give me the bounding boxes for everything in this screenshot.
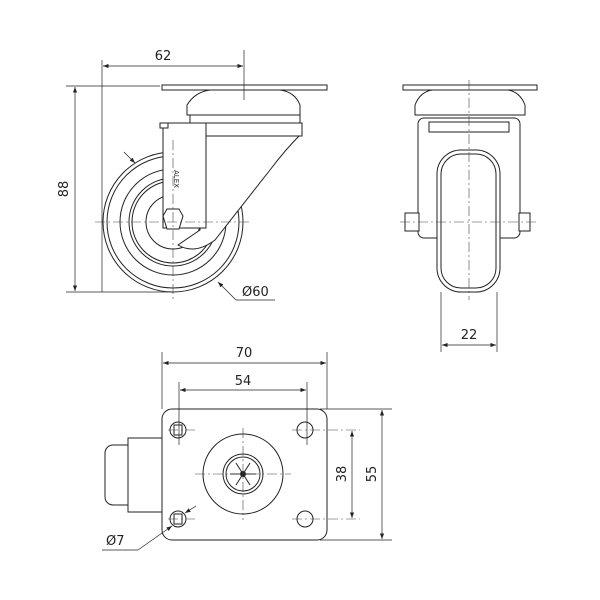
dim-70: 70: [236, 346, 253, 361]
dim-54: 54: [235, 374, 252, 389]
swivel-head: [186, 89, 301, 116]
fork-arm: [177, 134, 302, 250]
dim-wheel-diameter: Ø60: [242, 285, 269, 300]
swivel-head-front: [414, 89, 526, 116]
top-plate-front: [402, 84, 538, 91]
brand-mark: ALEX: [172, 170, 180, 188]
dim-22: 22: [461, 328, 478, 343]
wheel-front: [436, 149, 501, 293]
side-view: ALEX 62 88 Ø60: [57, 49, 328, 301]
top-view: 70 54 38 55 Ø7: [102, 346, 392, 551]
dim-62: 62: [155, 49, 172, 64]
dim-38: 38: [335, 466, 350, 483]
dim-55: 55: [365, 466, 380, 483]
top-plate: [161, 84, 328, 91]
dim-hole-diameter: Ø7: [106, 534, 125, 549]
dim-88: 88: [57, 181, 72, 198]
front-view: 22: [400, 80, 538, 352]
